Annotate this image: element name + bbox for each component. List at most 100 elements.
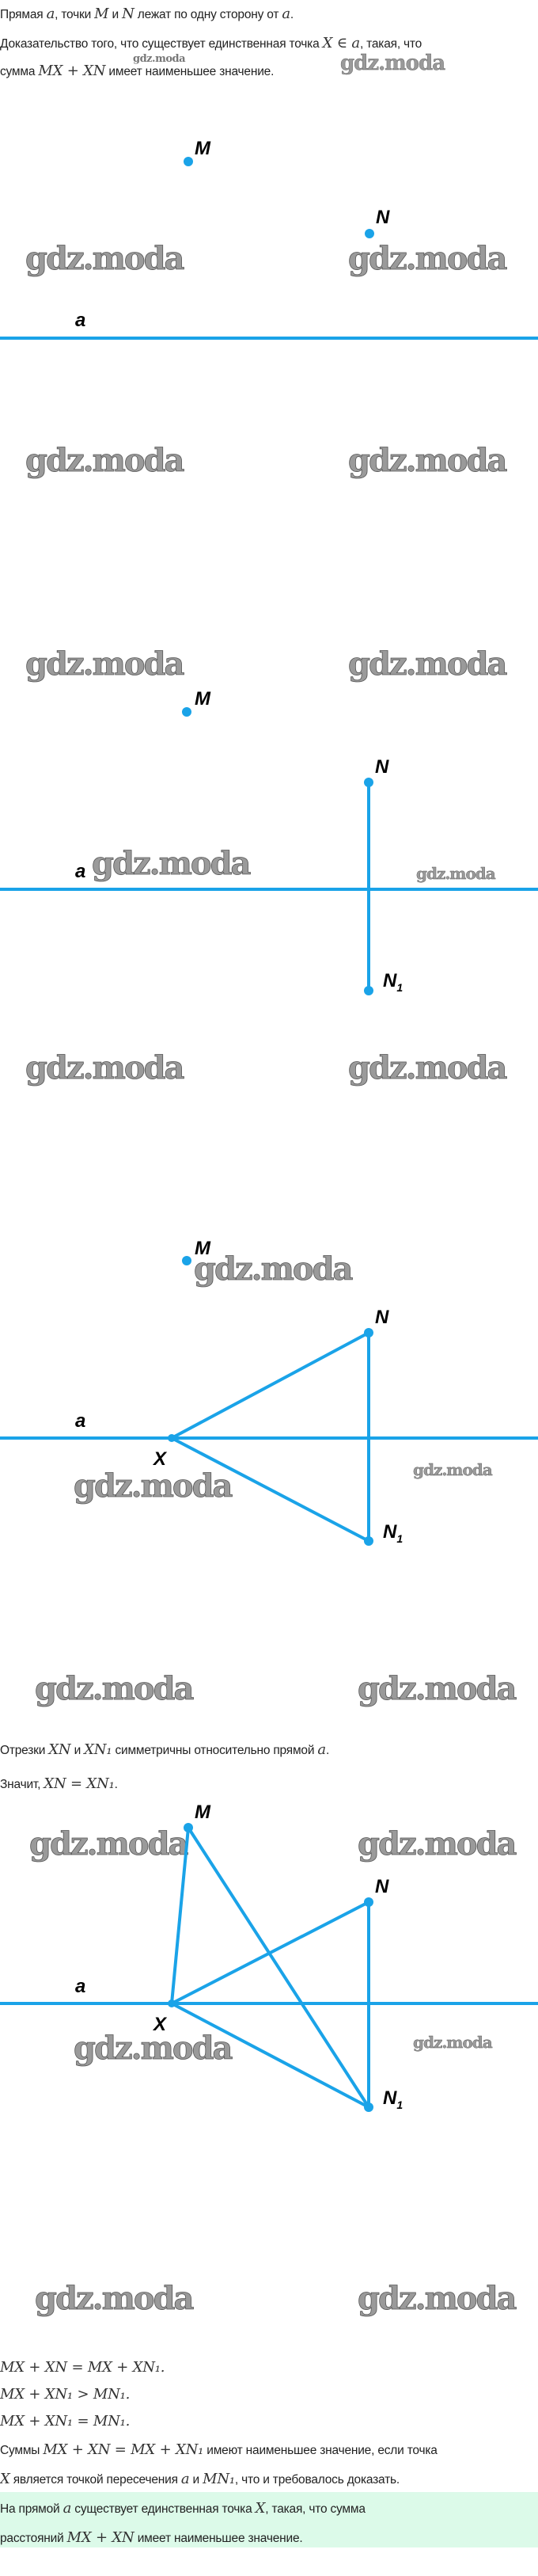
conclusion-line2: X является точкой пересечения a и MN₁, ч…: [0, 2470, 400, 2490]
watermark: gdz.moda: [358, 2280, 517, 2317]
label-m: M: [195, 1238, 211, 1259]
math-expression: a: [282, 6, 290, 22]
label-a: a: [75, 861, 85, 882]
label-m: M: [195, 1802, 211, 1823]
math-expression: XN: [48, 1741, 71, 1758]
label-m: M: [195, 138, 211, 159]
math-expression: X: [255, 2500, 266, 2517]
text-segment: сумма: [0, 65, 39, 78]
point-n1: [364, 2102, 373, 2112]
point-m: [184, 1823, 193, 1832]
text-segment: существует единственная точка: [71, 2502, 256, 2516]
watermark: gdz.moda: [348, 240, 507, 277]
figure-4: M N a X N1: [0, 1802, 538, 2112]
watermark: gdz.moda: [413, 2033, 493, 2052]
text-segment: .: [114, 1778, 118, 1791]
figure-3: M N a X N1: [0, 1238, 538, 1546]
label-x: X: [152, 2014, 168, 2035]
label-n: N: [375, 756, 389, 778]
watermark: gdz.moda: [413, 1460, 493, 1479]
watermarks: gdz.moda gdz.moda gdz.moda gdz.moda gdz.…: [25, 51, 518, 2318]
math-expression: MN₁: [203, 2471, 235, 2487]
text-segment: .: [290, 8, 294, 21]
point-x: [168, 2000, 176, 2007]
task-text-line2: сумма MX + XN имеет наименьшее значение.: [0, 62, 274, 82]
math-expression: MX + XN = MX + XN₁: [43, 2441, 204, 2458]
watermark: gdz.moda: [35, 1670, 194, 1707]
watermark: gdz.moda: [348, 1049, 507, 1086]
text-segment: , что и требовалось доказать.: [234, 2473, 400, 2487]
watermark: gdz.moda: [133, 53, 186, 65]
text-segment: Значит,: [0, 1778, 44, 1791]
label-n1: N1: [383, 2087, 403, 2111]
watermark: gdz.moda: [194, 1250, 353, 1288]
point-m: [182, 707, 191, 717]
label-x: X: [152, 1448, 168, 1470]
text-segment: На прямой: [0, 2502, 63, 2516]
math-expression: a: [63, 2500, 72, 2517]
watermark: gdz.moda: [348, 442, 507, 479]
text-segment: симметричны относительно прямой: [112, 1744, 318, 1757]
label-n: N: [375, 1876, 389, 1897]
point-n: [364, 1897, 373, 1907]
point-n1: [364, 986, 373, 995]
point-n: [365, 229, 374, 238]
label-n1: N1: [383, 970, 403, 994]
text-segment: имеет наименьшее значение.: [134, 2532, 303, 2545]
answer-line2: расстояний MX + XN имеет наименьшее знач…: [0, 2528, 303, 2548]
segment-mn1: [187, 1826, 370, 2109]
math-expression: MX + XN₁ = MN₁.: [0, 2413, 131, 2430]
label-a: a: [75, 1976, 85, 1997]
watermark: gdz.moda: [25, 442, 184, 479]
label-n1: N1: [383, 1521, 403, 1545]
text-segment: , такая, что сумма: [265, 2502, 366, 2516]
math-expression: MX + XN = MX + XN₁.: [0, 2359, 165, 2376]
math-expression: X: [0, 2471, 10, 2487]
watermark: gdz.moda: [29, 1825, 188, 1863]
label-n: N: [375, 1307, 389, 1328]
segment-xn: [170, 1331, 370, 1440]
watermark: gdz.moda: [35, 2280, 194, 2317]
watermark: gdz.moda: [74, 1467, 233, 1505]
text-segment: Доказательство того, что существует един…: [0, 37, 323, 51]
answer-highlight: [0, 2492, 538, 2547]
text-segment: , такая, что: [359, 37, 422, 51]
math-expression: M: [94, 6, 109, 22]
text-segment: и: [108, 8, 123, 21]
math-expression: X ∈ a: [322, 35, 361, 51]
task-text-line1: Доказательство того, что существует един…: [0, 34, 422, 54]
therefore-text: Значит, XN = XN₁.: [0, 1775, 118, 1794]
segment-xn1: [170, 2002, 370, 2109]
symmetric-text: Отрезки XN и XN₁ симметричны относительн…: [0, 1741, 329, 1760]
math-expression: MX + XN₁ > MN₁.: [0, 2386, 131, 2403]
watermark: gdz.moda: [340, 51, 445, 75]
math-expression: XN₁: [84, 1741, 112, 1758]
text-segment: лежат по одну сторону от: [134, 8, 282, 21]
math-expression: a: [46, 6, 55, 22]
point-m: [182, 1256, 191, 1265]
watermark: gdz.moda: [358, 1825, 517, 1863]
text-segment: , точки: [55, 8, 95, 21]
text-segment: является точкой пересечения: [9, 2473, 181, 2487]
label-a: a: [75, 310, 85, 331]
text-segment: расстояний: [0, 2532, 67, 2545]
math-expression: N: [122, 6, 134, 22]
label-m: M: [195, 688, 211, 710]
point-n1: [364, 1536, 373, 1546]
text-segment: имеют наименьшее значение, если точка: [203, 2444, 438, 2457]
watermark: gdz.moda: [25, 240, 184, 277]
label-n: N: [376, 207, 390, 228]
watermark: gdz.moda: [92, 845, 251, 882]
watermark: gdz.moda: [25, 645, 184, 683]
figure-2: M N a N1: [0, 688, 538, 995]
point-n: [364, 778, 373, 787]
intro-text: Прямая a, точки M и N лежат по одну стор…: [0, 5, 294, 25]
text-segment: и: [70, 1744, 85, 1757]
point-x: [168, 1434, 176, 1442]
math-expression: MX + XN: [38, 63, 106, 79]
text-segment: имеет наименьшее значение.: [105, 65, 275, 78]
equation-3: MX + XN₁ = MN₁.: [0, 2412, 130, 2432]
text-segment: и: [189, 2473, 203, 2487]
answer-line1: На прямой a существует единственная точк…: [0, 2499, 366, 2519]
